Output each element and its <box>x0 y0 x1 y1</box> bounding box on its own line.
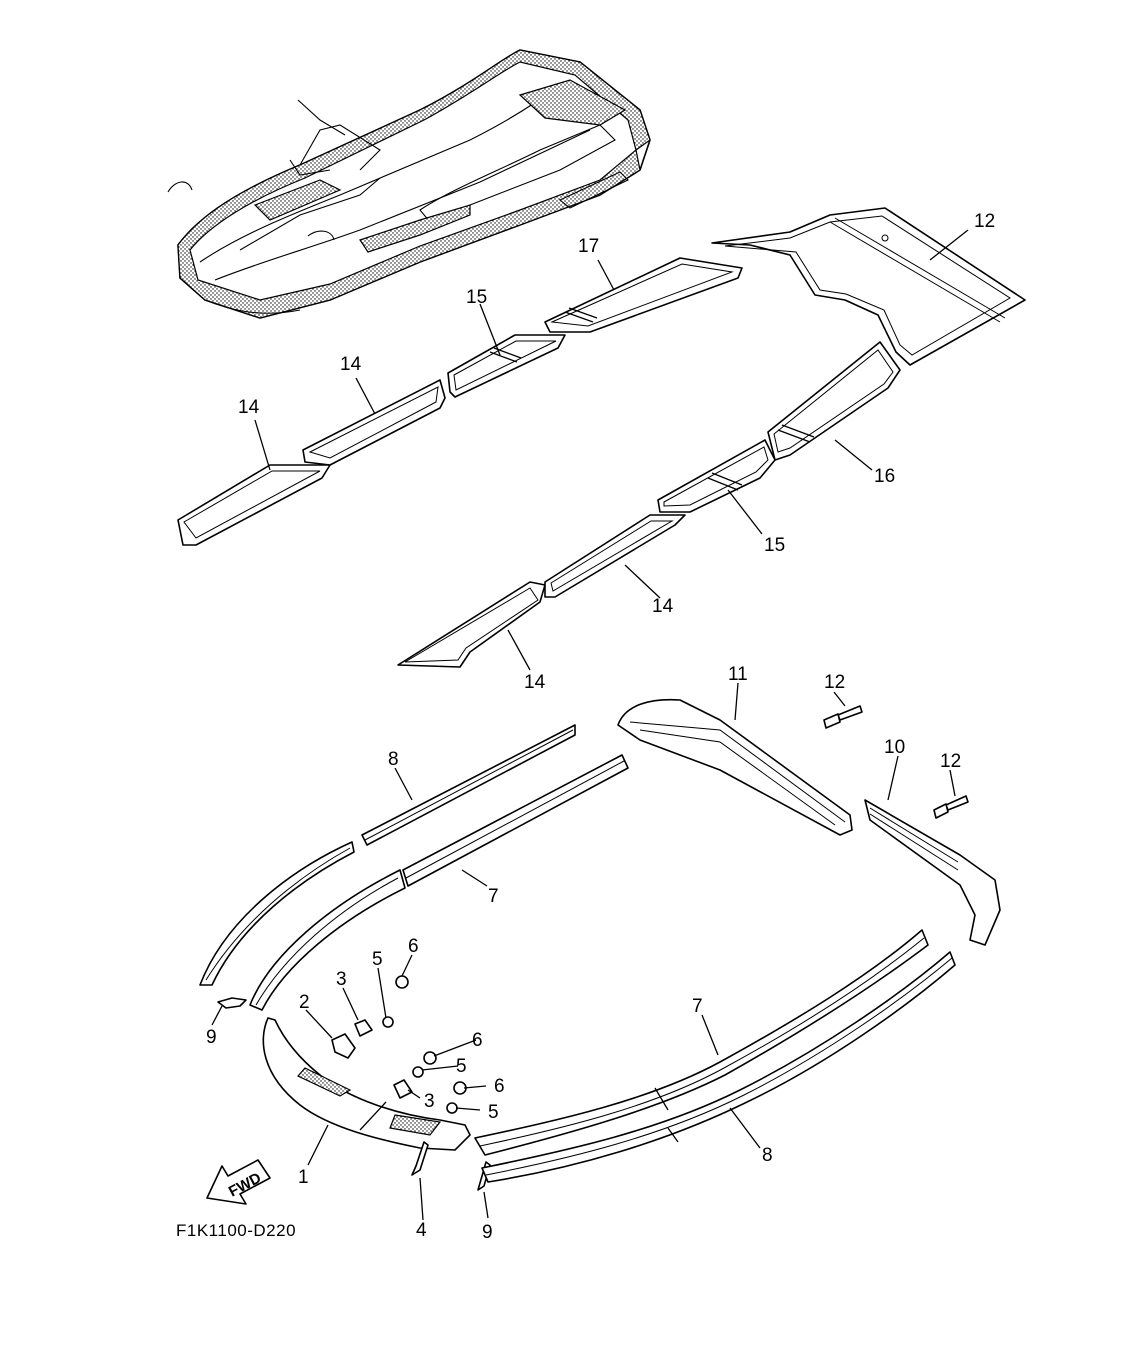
callout-5-low: 5 <box>488 1102 499 1123</box>
clip-3-a <box>354 1019 373 1037</box>
rail-7-right <box>474 929 929 1156</box>
washer-5-b <box>412 1066 424 1078</box>
callout-15-top: 15 <box>466 287 487 308</box>
callout-6-low: 6 <box>494 1076 505 1097</box>
callout-5-mid: 5 <box>456 1056 467 1077</box>
front-bumper-1 <box>262 1017 471 1151</box>
callout-14-low: 14 <box>524 672 546 693</box>
callout-8-lower: 8 <box>762 1145 773 1166</box>
rivet-12-a <box>823 705 863 729</box>
right-rear-piece-10 <box>864 799 1001 946</box>
nut-6-a <box>395 975 409 989</box>
rail-7-left-upper <box>402 754 629 887</box>
callout-2: 2 <box>299 992 310 1013</box>
callout-12-b: 12 <box>940 751 961 772</box>
callout-9-right: 9 <box>482 1222 493 1243</box>
callout-15-right: 15 <box>764 535 785 556</box>
callout-1: 1 <box>298 1167 309 1188</box>
mat-14-b <box>302 379 446 466</box>
nut-6-b <box>423 1051 437 1065</box>
callout-3-low: 3 <box>424 1091 435 1112</box>
washer-5-c <box>446 1102 458 1114</box>
mat-14-c <box>397 581 546 668</box>
callout-12-a: 12 <box>824 672 845 693</box>
callout-3-top: 3 <box>336 969 347 990</box>
callout-14-top-right: 14 <box>340 354 362 375</box>
callout-7-lower: 7 <box>692 996 703 1017</box>
forward-direction-arrow: FWD <box>206 1159 271 1205</box>
callout-6-mid: 6 <box>472 1030 483 1051</box>
rear-deck-mat <box>711 207 1026 366</box>
callout-13: 12 <box>974 211 995 232</box>
callout-6-top: 6 <box>408 936 419 957</box>
rail-8-left-lower <box>199 841 355 986</box>
callout-4: 4 <box>416 1220 427 1241</box>
callout-9-left: 9 <box>206 1027 217 1048</box>
callout-17: 17 <box>578 236 599 257</box>
screw-9-a <box>217 997 247 1009</box>
callout-7-upper: 7 <box>488 886 499 907</box>
mat-16 <box>767 341 901 461</box>
gunwale-parts <box>199 698 1001 1191</box>
callout-5-top: 5 <box>372 949 383 970</box>
callout-8-upper: 8 <box>388 749 399 770</box>
callout-16: 16 <box>874 466 895 487</box>
mat-14-d <box>544 514 686 598</box>
mat-17 <box>544 257 743 333</box>
mat-14-a <box>177 464 331 546</box>
rivet-12-b <box>933 795 969 819</box>
callout-11: 11 <box>728 664 748 685</box>
watercraft-illustration <box>167 49 651 319</box>
rail-8-right <box>481 951 956 1183</box>
callout-labels: 12 17 15 14 14 16 15 14 14 11 12 10 12 8… <box>206 211 995 1243</box>
callout-14-top-left: 14 <box>238 397 260 418</box>
diagram-code: F1K1100-D220 <box>176 1221 296 1240</box>
deck-mats <box>177 207 1026 668</box>
callout-10: 10 <box>884 737 905 758</box>
washer-5-a <box>382 1016 394 1028</box>
bracket-2 <box>331 1033 356 1059</box>
callout-14-mid: 14 <box>652 596 674 617</box>
mat-15-b <box>657 439 776 513</box>
leader-lines <box>211 229 969 1221</box>
mat-15-a <box>447 334 566 398</box>
screw-4 <box>411 1141 429 1176</box>
rear-rail-11 <box>617 698 853 836</box>
rail-7-left-lower <box>249 869 406 1011</box>
clip-3-b <box>393 1079 413 1099</box>
